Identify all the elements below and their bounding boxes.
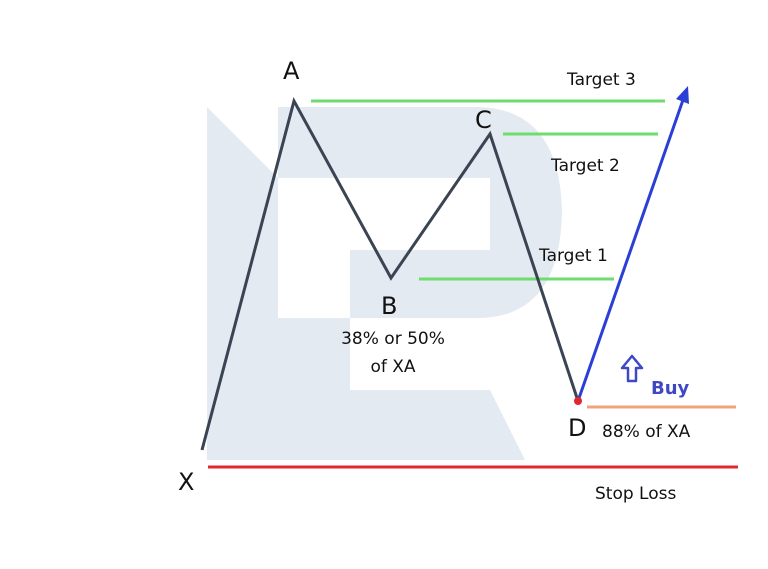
buy-label: Buy <box>651 378 690 399</box>
arrow-head-icon <box>676 86 689 104</box>
point-d-label: D <box>568 414 587 442</box>
point-x-label: X <box>178 468 195 496</box>
b-note-line2: of XA <box>370 357 416 377</box>
point-a-label: A <box>283 57 300 85</box>
target1-label: Target 1 <box>539 246 608 266</box>
stop-loss-label: Stop Loss <box>595 484 677 504</box>
watermark-logo <box>207 107 562 460</box>
b-note-line1: 38% or 50% <box>341 329 445 349</box>
target3-label: Target 3 <box>567 70 636 90</box>
target2-label: Target 2 <box>551 156 620 176</box>
b-retracement-note: 38% or 50% of XA <box>333 325 453 381</box>
xabcd-pattern-line <box>200 96 580 451</box>
d-retracement-note: 88% of XA <box>602 422 691 442</box>
up-arrow-icon <box>620 354 644 383</box>
d-point-marker <box>574 397 582 405</box>
point-b-label: B <box>381 292 398 320</box>
point-c-label: C <box>475 106 492 134</box>
buy-projection-arrow <box>576 99 685 402</box>
